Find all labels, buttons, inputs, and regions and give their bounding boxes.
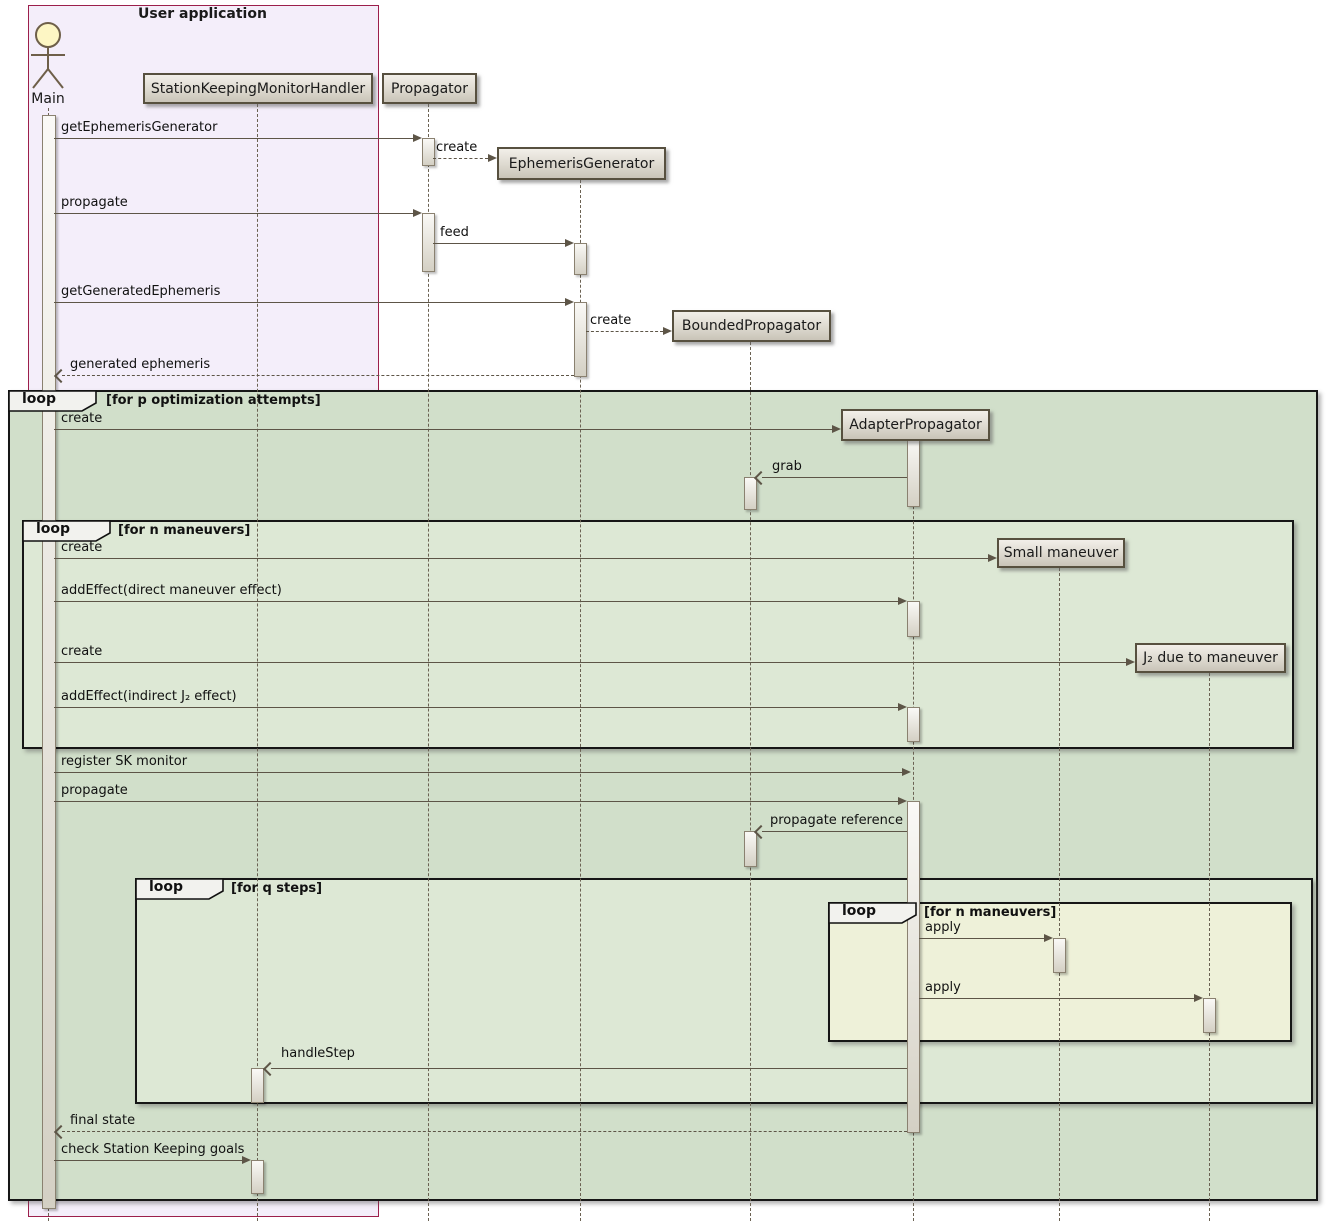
activation-bounded-1	[744, 477, 757, 510]
message-line	[762, 831, 907, 832]
message-add-effect-indirect: addEffect(indirect J₂ effect)	[61, 689, 237, 704]
arrowhead-icon	[413, 208, 422, 217]
message-apply: apply	[925, 920, 961, 935]
message-line	[586, 331, 663, 332]
message-line	[919, 998, 1194, 999]
participant-bounded-propagator: BoundedPropagator	[672, 310, 831, 342]
arrowhead-icon	[488, 153, 497, 162]
message-line	[271, 1068, 907, 1069]
message-propagate: propagate	[61, 195, 128, 210]
lifeline-j2	[1209, 673, 1210, 1221]
activation-ephgen-2	[574, 302, 587, 377]
message-line	[54, 601, 898, 602]
arrowhead-icon	[565, 297, 574, 306]
message-get-ephemeris-generator: getEphemerisGenerator	[61, 120, 218, 135]
message-propagate-reference: propagate reference	[770, 813, 904, 828]
loop-keyword: loop	[22, 391, 57, 407]
loop-condition: [for q steps]	[231, 881, 323, 896]
message-line	[62, 375, 574, 376]
activation-bounded-2	[744, 831, 757, 867]
message-line	[54, 213, 414, 214]
participant-propagator: Propagator	[382, 73, 477, 104]
arrowhead-icon	[1194, 993, 1203, 1002]
activation-adapter-2	[907, 601, 920, 637]
activation-propagator-2	[422, 213, 435, 272]
loop-condition: [for p optimization attempts]	[106, 393, 321, 408]
loop-condition: [for n maneuvers]	[924, 905, 1057, 920]
message-generated-ephemeris: generated ephemeris	[70, 357, 211, 372]
arrowhead-icon	[1126, 657, 1135, 666]
message-line	[762, 477, 907, 478]
participant-ephemeris-generator: EphemerisGenerator	[497, 147, 666, 180]
loop-condition: [for n maneuvers]	[118, 523, 251, 538]
participant-j2-due-to-maneuver: J₂ due to maneuver	[1135, 643, 1286, 673]
message-line	[54, 558, 988, 559]
participant-skmh: StationKeepingMonitorHandler	[143, 73, 373, 104]
message-final-state: final state	[70, 1113, 136, 1128]
activation-skmh-2	[251, 1160, 264, 1194]
activation-propagator-1	[422, 138, 435, 166]
activation-adapter-4	[907, 801, 920, 1133]
message-line	[919, 938, 1044, 939]
message-line	[54, 302, 565, 303]
message-handle-step: handleStep	[281, 1046, 355, 1061]
arrowhead-icon	[413, 133, 422, 142]
arrowhead-icon	[898, 596, 907, 605]
activation-adapter-3	[907, 707, 920, 742]
message-line	[54, 801, 898, 802]
actor-main-label: Main	[31, 91, 65, 107]
message-line	[54, 1160, 242, 1161]
message-create: create	[590, 313, 632, 328]
message-register-sk-monitor: register SK monitor	[61, 754, 188, 769]
loop-keyword: loop	[149, 879, 184, 895]
message-check-goals: check Station Keeping goals	[61, 1142, 245, 1157]
message-create: create	[436, 140, 478, 155]
activation-skmh-1	[251, 1068, 264, 1103]
arrowhead-icon	[242, 1155, 251, 1164]
message-create: create	[61, 644, 103, 659]
message-add-effect-direct: addEffect(direct maneuver effect)	[61, 583, 282, 598]
message-get-generated-ephemeris: getGeneratedEphemeris	[61, 284, 221, 299]
message-line	[433, 158, 488, 159]
message-create: create	[61, 411, 103, 426]
message-line	[54, 772, 902, 773]
frame-title: User application	[138, 6, 267, 22]
message-create: create	[61, 540, 103, 555]
message-line	[433, 243, 565, 244]
activation-small-maneuver	[1053, 938, 1066, 973]
arrowhead-icon	[988, 553, 997, 562]
loop-keyword: loop	[36, 521, 71, 537]
arrowhead-icon	[663, 326, 672, 335]
participant-adapter-propagator: AdapterPropagator	[841, 409, 990, 441]
message-line	[62, 1131, 907, 1132]
activation-ephgen-1	[574, 243, 587, 275]
loop-keyword: loop	[842, 903, 877, 919]
loop-header-qsteps: loop	[135, 878, 225, 900]
message-line	[54, 707, 898, 708]
arrowhead-icon	[898, 702, 907, 711]
arrowhead-icon	[902, 767, 911, 776]
arrowhead-icon	[898, 796, 907, 805]
participant-small-maneuver: Small maneuver	[997, 538, 1125, 568]
activation-adapter-1	[907, 437, 920, 507]
loop-header-maneuvers1: loop	[22, 520, 112, 542]
lifeline-small-maneuver	[1059, 568, 1060, 1221]
loop-header-maneuvers2: loop	[828, 902, 918, 924]
message-feed: feed	[440, 225, 469, 240]
message-propagate: propagate	[61, 783, 128, 798]
message-line	[54, 138, 414, 139]
arrowhead-icon	[832, 424, 841, 433]
message-apply: apply	[925, 980, 961, 995]
lifeline-bounded-propagator	[750, 342, 751, 1221]
loop-header-outer: loop	[8, 390, 98, 412]
arrowhead-icon	[1044, 933, 1053, 942]
activation-j2	[1203, 998, 1216, 1033]
message-line	[54, 429, 832, 430]
message-grab: grab	[772, 459, 802, 474]
lifeline-ephemeris-generator	[580, 180, 581, 1221]
actor-main-icon	[26, 20, 70, 96]
message-line	[54, 662, 1126, 663]
arrowhead-icon	[565, 238, 574, 247]
